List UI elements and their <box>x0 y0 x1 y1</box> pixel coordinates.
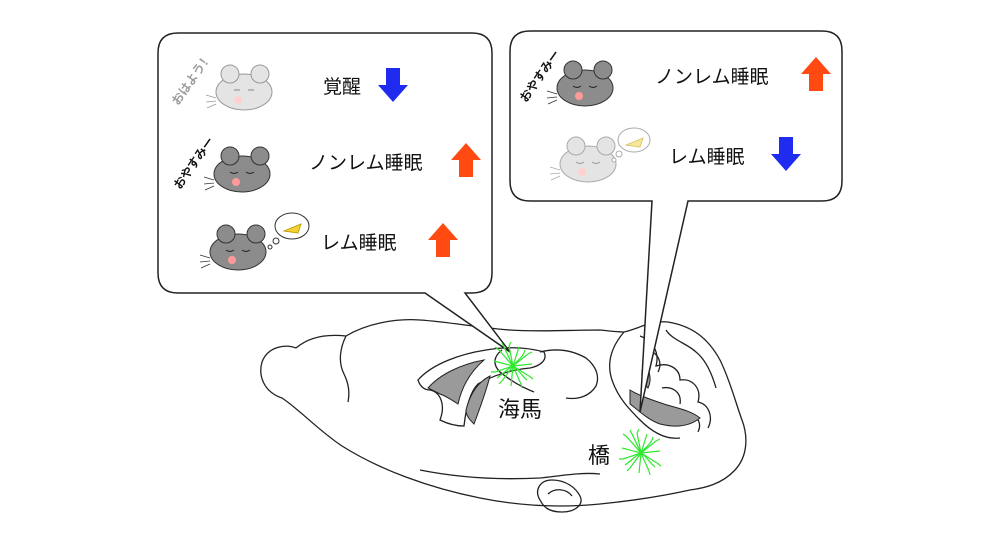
state-label-rem: レム睡眠 <box>669 146 745 168</box>
dream-bubble-icon <box>611 127 651 163</box>
mouse-icon-dreaming-faded <box>549 136 617 183</box>
state-label-nonrem: ノンレム睡眠 <box>309 152 423 174</box>
hippocampus-callout <box>157 32 511 353</box>
mouse-icon-dreaming <box>199 224 267 271</box>
mouse-icon-sleeping <box>546 60 614 107</box>
mouse-icon-sleeping <box>203 146 271 193</box>
state-label-nonrem: ノンレム睡眠 <box>655 66 769 88</box>
neuron-icon <box>618 428 662 476</box>
dream-bubble-icon <box>267 212 310 250</box>
cheese-icon <box>624 137 644 148</box>
state-label-rem: レム睡眠 <box>321 232 397 254</box>
pons-label: 橋 <box>588 444 610 469</box>
mouse-icon-awake <box>205 64 273 111</box>
cheese-icon <box>282 223 302 234</box>
state-label-awake: 覚醒 <box>323 76 361 98</box>
hippocampus-label: 海馬 <box>498 398 542 423</box>
pons-callout <box>509 30 843 413</box>
